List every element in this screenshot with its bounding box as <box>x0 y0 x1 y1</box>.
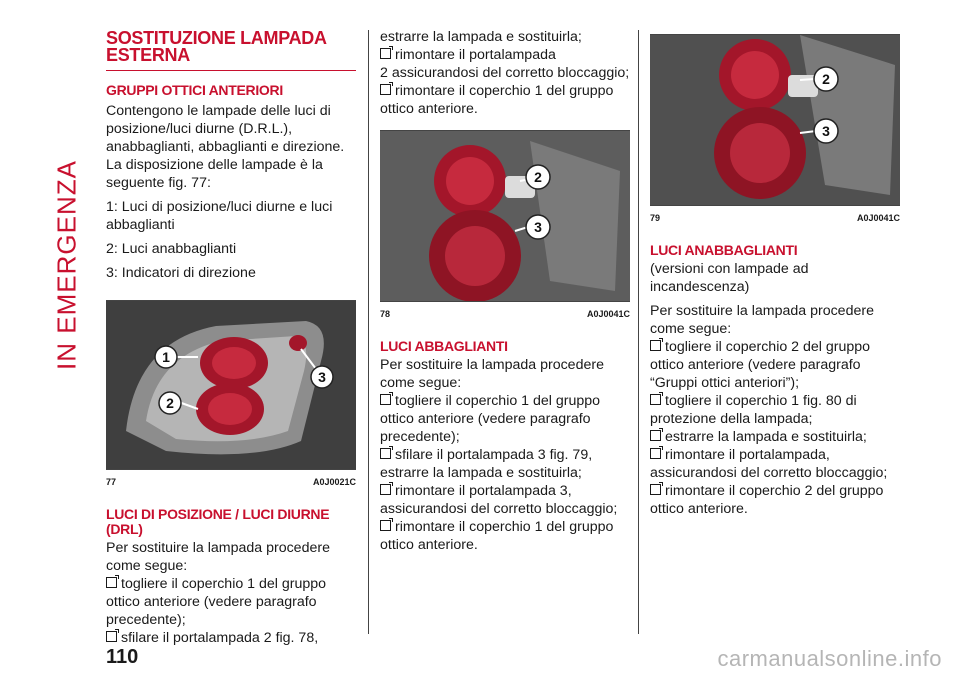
checkbox-bullet-icon <box>380 392 393 405</box>
figure-77: 1 2 3 <box>106 300 356 470</box>
callout-label: 1 <box>162 349 170 365</box>
figure-79: 2 3 <box>650 34 900 206</box>
section-intro: Per sostituire la lampada procedere come… <box>106 540 330 574</box>
checkbox-bullet-icon <box>650 392 663 405</box>
watermark: carmanualsonline.info <box>717 646 942 671</box>
checkbox-bullet-icon <box>380 46 393 59</box>
page-title: SOSTITUZIONE LAMPADA ESTERNA <box>106 28 326 65</box>
section-subtitle: (versioni con lampade ad incandescenza) <box>650 261 809 295</box>
side-title-text: IN EMERGENZA <box>51 160 82 370</box>
callout-label: 2 <box>166 395 174 411</box>
checkbox-bullet-icon <box>380 82 393 95</box>
checkbox-bullet-icon <box>650 446 663 459</box>
checkbox-bullet-icon <box>650 338 663 351</box>
page-number: 110 <box>106 646 139 668</box>
step-item: rimontare il coperchio 2 del gruppo otti… <box>650 482 884 517</box>
lamp-holder-illustration: 2 3 <box>380 131 630 301</box>
column-3: 2 3 79 A0J0041C LUCI ANABBAGLIANTI (vers… <box>650 28 900 518</box>
figure-caption: 79 A0J0041C <box>650 209 900 227</box>
column-divider <box>368 30 369 634</box>
step-item: togliere il coperchio 1 fig. 80 di prote… <box>650 392 857 427</box>
column-2: estrarre la lampada e sostituirla; rimon… <box>380 28 630 554</box>
section-intro: Per sostituire la lampada procedere come… <box>650 303 874 337</box>
column-1: SOSTITUZIONE LAMPADA ESTERNA GRUPPI OTTI… <box>106 28 356 647</box>
lamp-list-item: 3: Indicatori di direzione <box>106 265 256 281</box>
checkbox-bullet-icon <box>650 428 663 441</box>
checkbox-bullet-icon <box>380 482 393 495</box>
section-intro: Per sostituire la lampada procedere come… <box>380 357 604 391</box>
section-title-luci-anabbaglianti: LUCI ANABBAGLIANTI <box>650 242 798 258</box>
section-title-luci-posizione: LUCI DI POSIZIONE / LUCI DIURNE (DRL) <box>106 506 330 537</box>
section-title-luci-abbaglianti: LUCI ABBAGLIANTI <box>380 338 508 354</box>
checkbox-bullet-icon <box>106 575 119 588</box>
figure-number: 79 <box>650 213 661 223</box>
callout-label: 2 <box>534 169 542 185</box>
checkbox-bullet-icon <box>380 446 393 459</box>
step-item: togliere il coperchio 2 del gruppo ottic… <box>650 338 871 391</box>
figure-number: 77 <box>106 477 117 487</box>
step-item: rimontare il portalampada 3, assicurando… <box>380 482 618 517</box>
figure-code: A0J0041C <box>586 309 630 319</box>
intro-paragraph: Contengono le lampade delle luci di posi… <box>106 103 345 191</box>
step-item: rimontare il portalampada, assicurandosi… <box>650 446 888 481</box>
lamp-list-item: 2: Luci anabbaglianti <box>106 241 237 257</box>
step-item: estrarre la lampada e sostituirla; <box>650 428 900 446</box>
lamp-list-item: 1: Luci di posizione/luci diurne e luci … <box>106 199 333 233</box>
section-side-title: IN EMERGENZA <box>52 30 82 500</box>
continued-text: 2 assicurandosi del corretto bloccaggio; <box>380 65 630 81</box>
continued-text: estrarre la lampada e sostituirla; <box>380 29 582 45</box>
figure-number: 78 <box>380 309 391 319</box>
figure-78: 2 3 <box>380 130 630 302</box>
lamp-holder-illustration: 2 3 <box>650 35 900 205</box>
figure-code: A0J0021C <box>312 477 356 487</box>
step-item: rimontare il portalampada <box>380 46 630 64</box>
step-item: sfilare il portalampada 3 fig. 79, estra… <box>380 446 593 481</box>
figure-caption: 77 A0J0021C <box>106 473 356 491</box>
checkbox-bullet-icon <box>380 518 393 531</box>
figure-code: A0J0041C <box>856 213 900 223</box>
callout-label: 3 <box>534 219 542 235</box>
figure-caption: 78 A0J0041C <box>380 305 630 323</box>
column-divider <box>638 30 639 634</box>
section-title-gruppi-ottici: GRUPPI OTTICI ANTERIORI <box>106 82 283 98</box>
step-item: sfilare il portalampada 2 fig. 78, <box>106 629 356 647</box>
checkbox-bullet-icon <box>650 482 663 495</box>
callout-label: 3 <box>318 369 326 385</box>
step-item: togliere il coperchio 1 del gruppo ottic… <box>106 575 327 628</box>
main-title-block: SOSTITUZIONE LAMPADA ESTERNA <box>106 28 356 71</box>
step-item: togliere il coperchio 1 del gruppo ottic… <box>380 392 601 445</box>
headlight-illustration: 1 2 3 <box>106 301 356 469</box>
callout-label: 2 <box>822 71 830 87</box>
checkbox-bullet-icon <box>106 629 119 642</box>
step-item: rimontare il coperchio 1 del gruppo otti… <box>380 82 614 117</box>
callout-label: 3 <box>822 123 830 139</box>
step-item: rimontare il coperchio 1 del gruppo otti… <box>380 518 614 553</box>
